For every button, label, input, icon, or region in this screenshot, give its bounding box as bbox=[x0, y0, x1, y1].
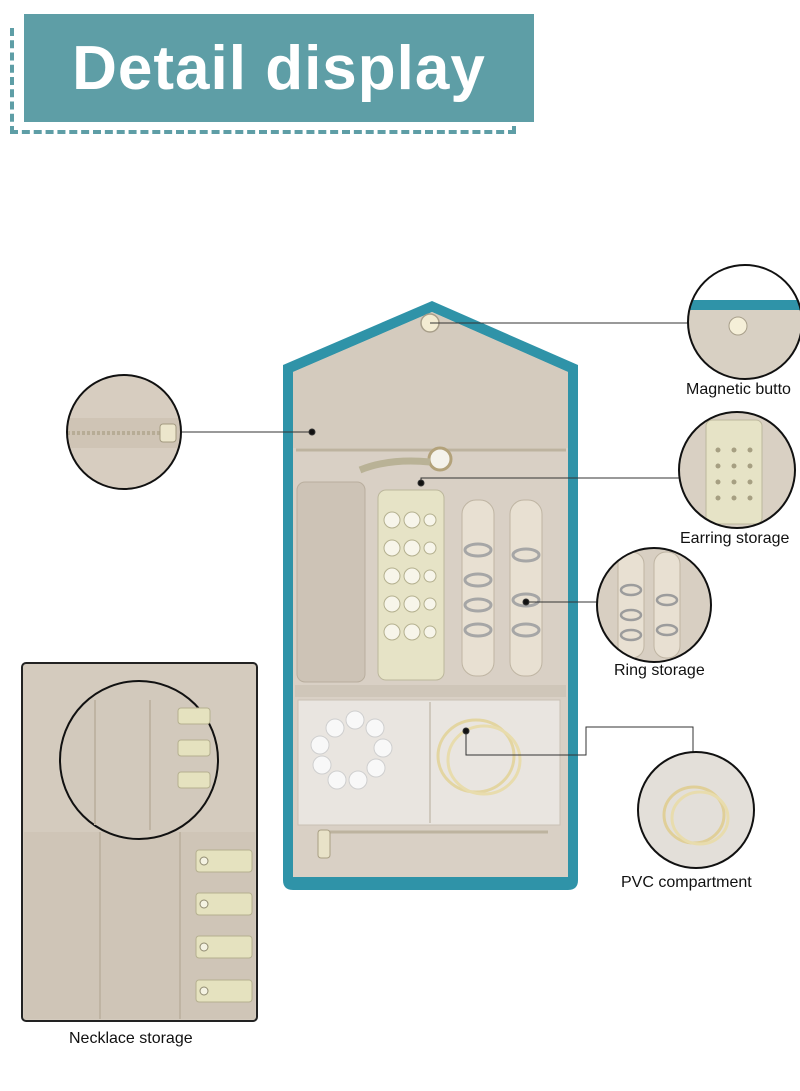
magnetic-button-label: Magnetic butto bbox=[686, 381, 791, 398]
earring-storage-label: Earring storage bbox=[680, 530, 790, 547]
ring-storage-circle bbox=[596, 547, 712, 663]
necklace-storage-panel bbox=[21, 662, 258, 1022]
pvc-compartment-circle bbox=[637, 751, 755, 869]
zipper-detail-circle bbox=[66, 374, 182, 490]
header-banner: Detail display bbox=[24, 14, 534, 122]
jewelry-roll bbox=[283, 301, 578, 890]
ring-storage-label: Ring storage bbox=[614, 662, 705, 679]
page-title: Detail display bbox=[72, 33, 486, 103]
magnetic-button-circle bbox=[687, 264, 800, 380]
callout-lines bbox=[181, 322, 694, 756]
earring-storage-circle bbox=[678, 411, 796, 529]
pvc-compartment-label: PVC compartment bbox=[621, 874, 752, 891]
necklace-storage-label: Necklace storage bbox=[69, 1030, 193, 1047]
